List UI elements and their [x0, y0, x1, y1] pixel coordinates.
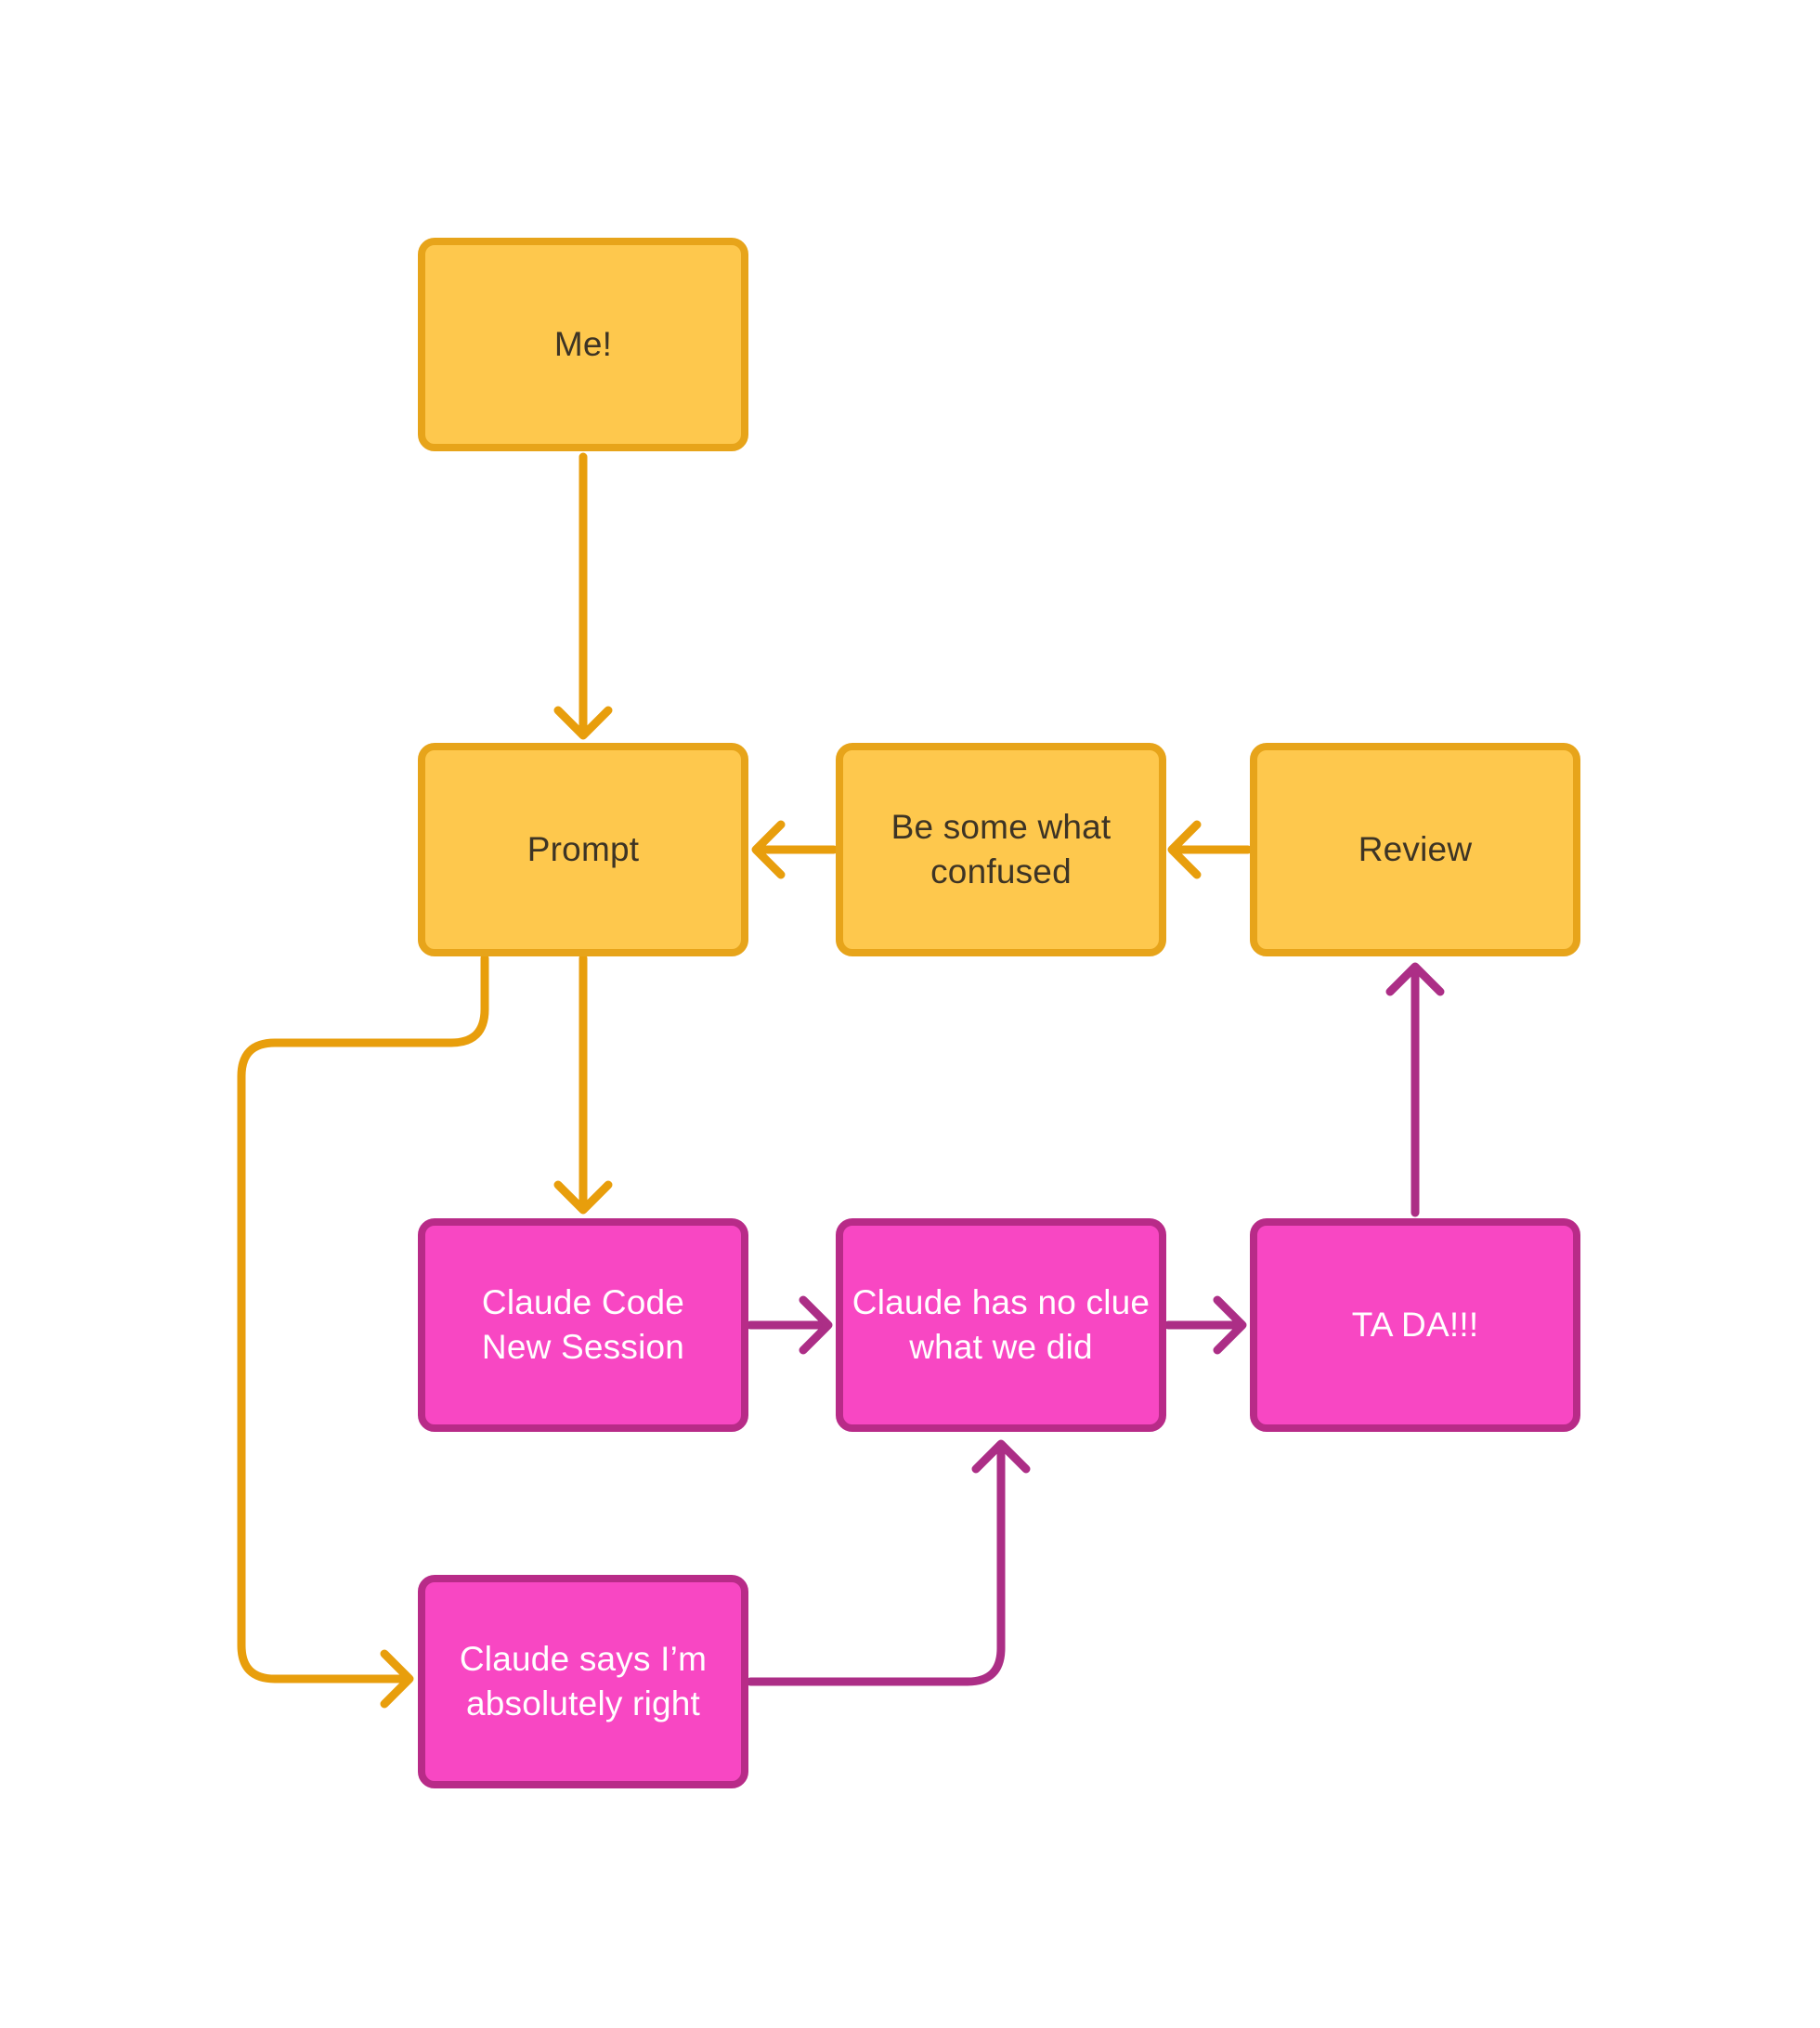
node-claude-says-absolutely-right-label: Claude says I’m absolutely right — [460, 1637, 707, 1726]
arrowhead-right-icon — [380, 1649, 414, 1709]
arrowhead-right-icon — [1213, 1295, 1247, 1355]
edge-line — [746, 1446, 1006, 1686]
label-line: TA DA!!! — [1351, 1306, 1479, 1344]
label-line: absolutely right — [465, 1684, 701, 1722]
label-line: Claude Code — [481, 1283, 685, 1321]
edge-line — [237, 954, 489, 1684]
node-claude-has-no-clue-label: Claude has no clue what we did — [852, 1280, 1150, 1370]
node-be-somewhat-confused[interactable]: Be some what confused — [836, 743, 1166, 956]
arrowhead-left-icon — [751, 820, 786, 879]
label-line: New Session — [481, 1328, 685, 1366]
edge-me-to-prompt — [553, 452, 613, 740]
node-prompt-label: Prompt — [527, 827, 639, 872]
edge-prompt-to-claudecode — [553, 954, 613, 1215]
node-claude-code-new-session[interactable]: Claude Code New Session — [418, 1218, 748, 1432]
label-line: Me! — [553, 325, 613, 363]
node-ta-da[interactable]: TA DA!!! — [1250, 1218, 1580, 1432]
node-me-label: Me! — [554, 322, 612, 367]
node-claude-code-new-session-label: Claude Code New Session — [482, 1280, 684, 1370]
node-prompt[interactable]: Prompt — [418, 743, 748, 956]
edge-claudecode-to-noclue — [746, 1295, 833, 1355]
label-line: Be some what — [890, 808, 1112, 846]
edge-tada-to-review — [1385, 962, 1445, 1217]
arrowhead-down-icon — [553, 1180, 613, 1215]
edge-review-to-besome — [1167, 820, 1253, 879]
node-review-label: Review — [1358, 827, 1473, 872]
arrowhead-right-icon — [799, 1295, 833, 1355]
label-line: Claude has no clue — [852, 1283, 1150, 1321]
node-ta-da-label: TA DA!!! — [1352, 1303, 1479, 1347]
arrowhead-up-icon — [971, 1439, 1031, 1474]
label-line: confused — [930, 852, 1072, 890]
arrowhead-left-icon — [1167, 820, 1202, 879]
node-review[interactable]: Review — [1250, 743, 1580, 956]
arrowhead-down-icon — [553, 706, 613, 740]
node-claude-says-absolutely-right[interactable]: Claude says I’m absolutely right — [418, 1575, 748, 1788]
label-line: Review — [1358, 830, 1473, 868]
edge-besome-to-prompt — [751, 820, 838, 879]
node-me[interactable]: Me! — [418, 238, 748, 451]
node-claude-has-no-clue[interactable]: Claude has no clue what we did — [836, 1218, 1166, 1432]
edge-claudesays-to-noclue — [746, 1439, 1031, 1686]
arrowhead-up-icon — [1385, 962, 1445, 996]
label-line: Prompt — [526, 830, 640, 868]
label-line: Claude says I’m — [459, 1640, 708, 1678]
node-be-somewhat-confused-label: Be some what confused — [891, 805, 1112, 894]
label-line: what we did — [909, 1328, 1093, 1366]
edge-prompt-to-claudesays — [237, 954, 489, 1709]
edge-noclue-to-tada — [1164, 1295, 1247, 1355]
